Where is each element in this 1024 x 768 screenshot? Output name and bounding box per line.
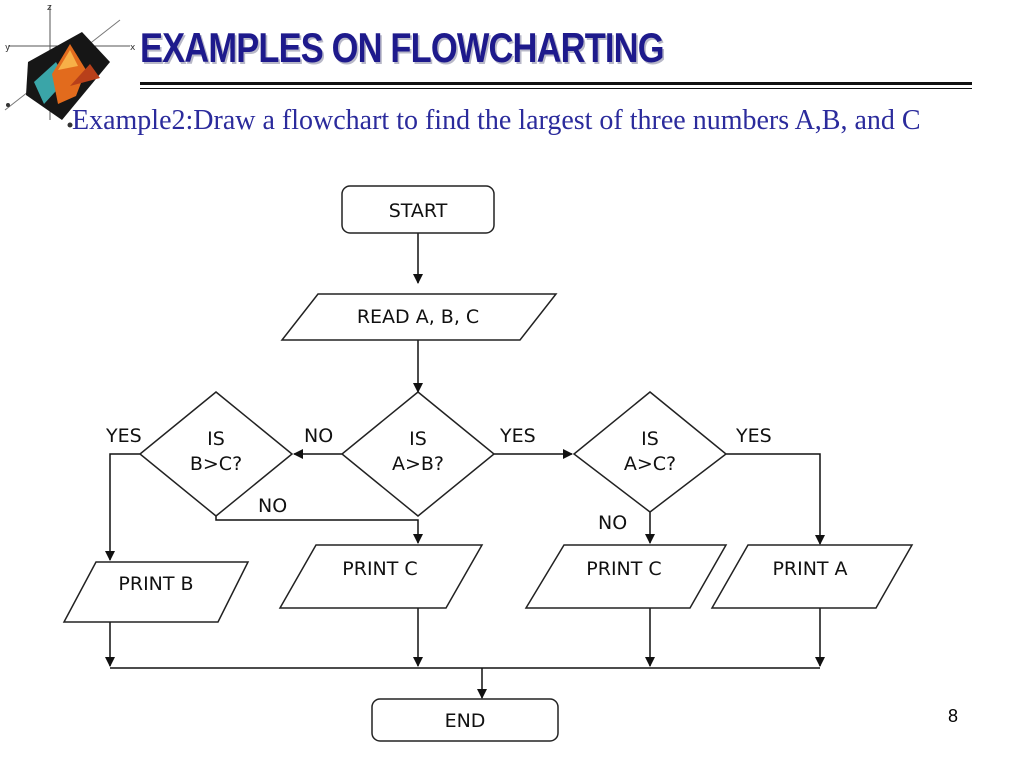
svg-text:z: z xyxy=(47,3,52,13)
decision-bc-line1: IS xyxy=(207,428,225,450)
end-label: END xyxy=(445,710,486,732)
svg-text:y: y xyxy=(5,43,11,53)
decision-ab-line1: IS xyxy=(409,428,427,450)
decision-b-gt-c: IS B>C? xyxy=(138,391,294,517)
title-rule-thick xyxy=(140,82,972,85)
print-c-left-label: PRINT C xyxy=(342,558,417,580)
read-label: READ A, B, C xyxy=(357,306,479,328)
label-yes-bc: YES xyxy=(105,425,142,447)
decision-ab-line2: A>B? xyxy=(392,453,444,475)
decision-a-gt-b: IS A>B? xyxy=(340,391,496,517)
read-input-box: READ A, B, C xyxy=(280,293,558,341)
print-c-right-label: PRINT C xyxy=(586,558,661,580)
title-rule-thin xyxy=(140,88,972,89)
print-c-output-left: PRINT C xyxy=(278,544,484,609)
start-label: START xyxy=(389,200,448,222)
svg-text:x: x xyxy=(130,43,136,53)
decision-bc-line2: B>C? xyxy=(190,453,242,475)
print-c-output-right: PRINT C xyxy=(524,544,728,609)
print-a-output: PRINT A xyxy=(710,544,914,609)
decision-ac-line2: A>C? xyxy=(624,453,676,475)
flowchart-connectors xyxy=(105,233,825,699)
label-no-ab: NO xyxy=(304,425,333,447)
decision-a-gt-c: IS A>C? xyxy=(572,391,728,513)
matlab-logo-icon: y z x xyxy=(4,3,136,128)
slide-title: EXAMPLES ON FLOWCHARTING xyxy=(140,24,665,71)
page-number: 8 xyxy=(948,706,959,726)
label-no-bc: NO xyxy=(258,495,287,517)
label-yes-ac: YES xyxy=(735,425,772,447)
slide-subtitle: Example2:Draw a flowchart to find the la… xyxy=(72,105,921,136)
print-b-label: PRINT B xyxy=(118,573,193,595)
start-terminal: START xyxy=(341,185,495,234)
label-yes-ab: YES xyxy=(499,425,536,447)
print-b-output: PRINT B xyxy=(62,561,250,623)
print-a-label: PRINT A xyxy=(772,558,847,580)
label-no-ac: NO xyxy=(598,512,627,534)
end-terminal: END xyxy=(371,698,559,742)
decision-ac-line1: IS xyxy=(641,428,659,450)
